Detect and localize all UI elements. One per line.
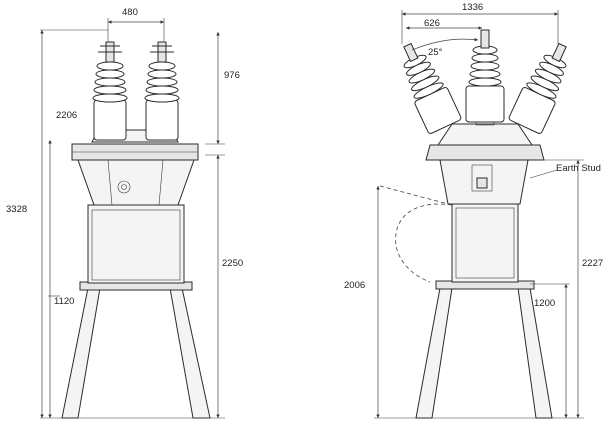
right-frame bbox=[425, 144, 545, 161]
right-lower-cabinet bbox=[451, 203, 519, 283]
left-hopper bbox=[77, 159, 195, 206]
door-swing-arc bbox=[395, 203, 453, 283]
dim-2250: 2250 bbox=[222, 258, 243, 269]
right-bushing-center bbox=[465, 29, 505, 123]
dim-2006: 2006 bbox=[344, 280, 365, 291]
dimension-labels: 480 976 2206 3328 2250 1120 1336 626 25°… bbox=[6, 2, 603, 309]
dim-25-deg: 25° bbox=[428, 47, 443, 58]
dim-480: 480 bbox=[122, 7, 138, 18]
dim-1120: 1120 bbox=[54, 296, 74, 307]
dim-3328: 3328 bbox=[6, 204, 27, 215]
right-bushing-left bbox=[403, 42, 462, 134]
left-bushing-2 bbox=[144, 41, 180, 141]
left-view bbox=[40, 18, 225, 419]
dim-1336: 1336 bbox=[462, 2, 483, 13]
left-legs bbox=[61, 281, 211, 419]
dim-2206: 2206 bbox=[56, 110, 77, 121]
left-bushing-1 bbox=[92, 41, 128, 141]
dim-626: 626 bbox=[424, 18, 440, 29]
right-legs bbox=[415, 280, 553, 419]
left-lower-box bbox=[87, 204, 185, 284]
dim-976: 976 bbox=[224, 70, 240, 81]
dim-1200: 1200 bbox=[534, 298, 555, 309]
right-bushing-right bbox=[508, 42, 567, 134]
earth-stud-label: Earth Stud bbox=[556, 163, 601, 174]
right-view bbox=[374, 10, 584, 419]
dim-2227: 2227 bbox=[582, 258, 603, 269]
